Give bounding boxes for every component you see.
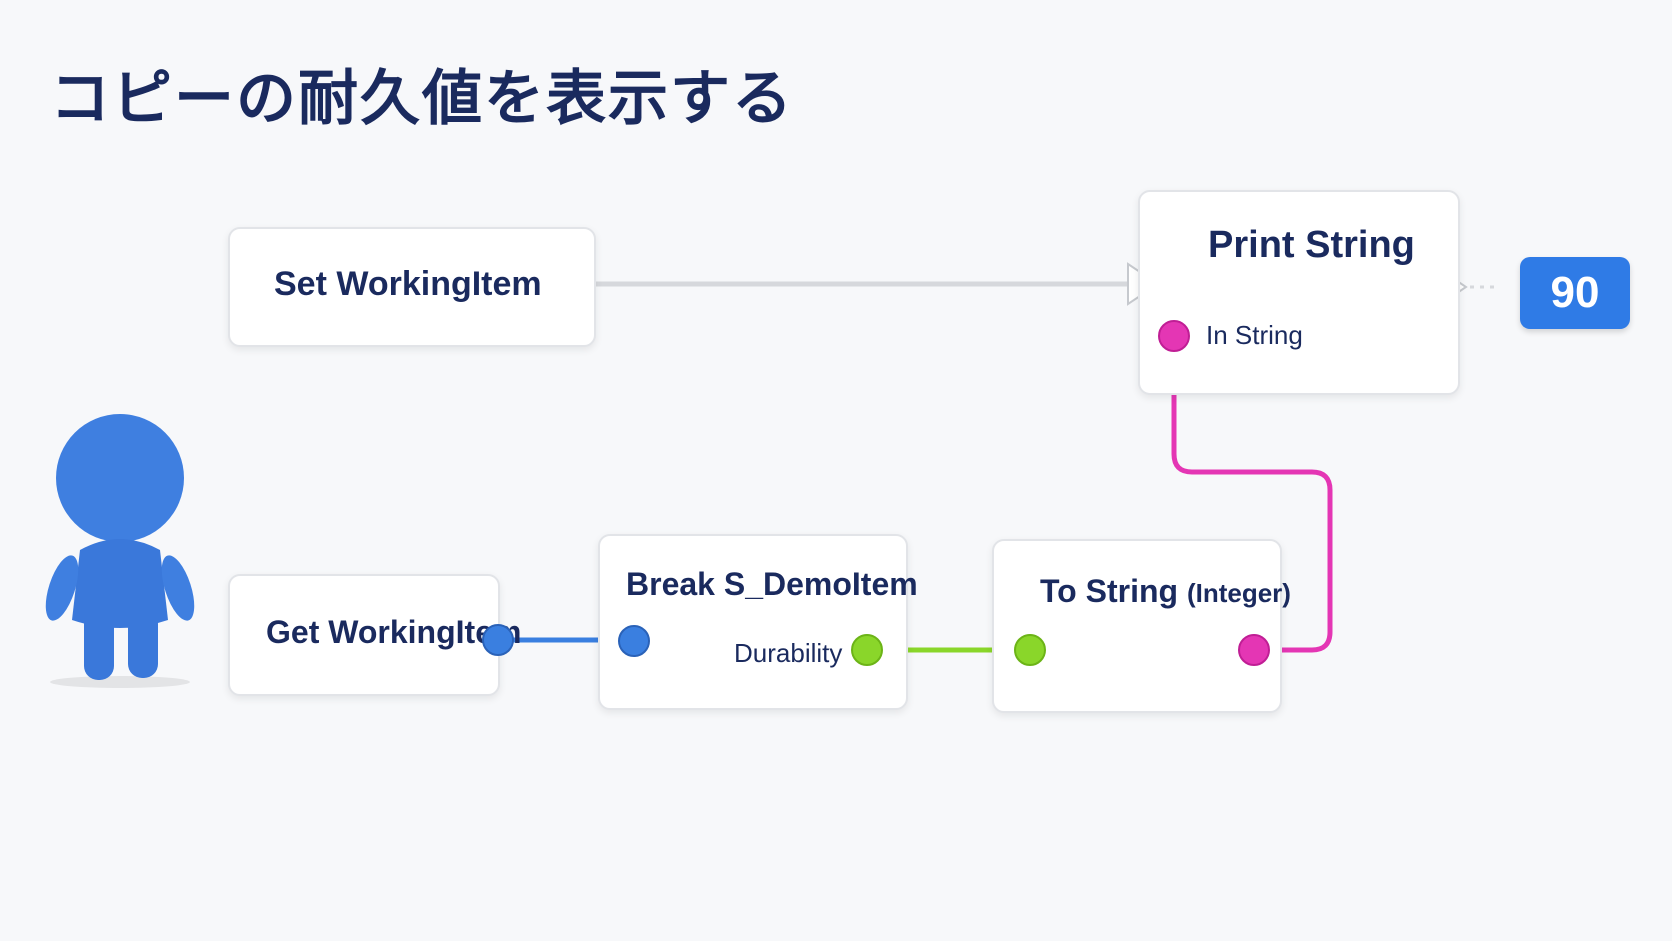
in-string-label: In String (1206, 320, 1303, 350)
to-string-title-suffix: (Integer) (1186, 578, 1291, 608)
in-string-pin[interactable] (1158, 320, 1190, 352)
integer-in-pin[interactable] (1014, 634, 1046, 666)
blue-figure-icon (45, 414, 195, 688)
print-string-node[interactable]: Print String In String (1138, 190, 1460, 395)
set-working-item-node[interactable]: Set WorkingItem (228, 227, 596, 347)
node-title: Print String (1208, 224, 1415, 266)
durability-out-pin[interactable] (851, 634, 883, 666)
node-title: Get WorkingItem (266, 614, 522, 650)
struct-in-pin[interactable] (618, 625, 650, 657)
struct-out-pin[interactable] (482, 624, 514, 656)
to-string-node[interactable]: To String (Integer) (992, 539, 1291, 713)
string-out-pin[interactable] (1238, 634, 1270, 666)
get-working-item-node[interactable]: Get WorkingItem (228, 574, 521, 696)
to-string-title: To String (1040, 573, 1179, 609)
node-title: To String (Integer) (1040, 573, 1291, 610)
node-title: Break S_DemoItem (626, 566, 918, 602)
string-wire (1171, 340, 1333, 653)
node-title: Set WorkingItem (274, 265, 542, 303)
output-value-badge: 90 (1520, 257, 1630, 329)
break-demo-item-node[interactable]: Break S_DemoItem Durability (598, 534, 918, 710)
page-title: コピーの耐久値を表示する (50, 64, 794, 134)
durability-label: Durability (734, 638, 843, 668)
